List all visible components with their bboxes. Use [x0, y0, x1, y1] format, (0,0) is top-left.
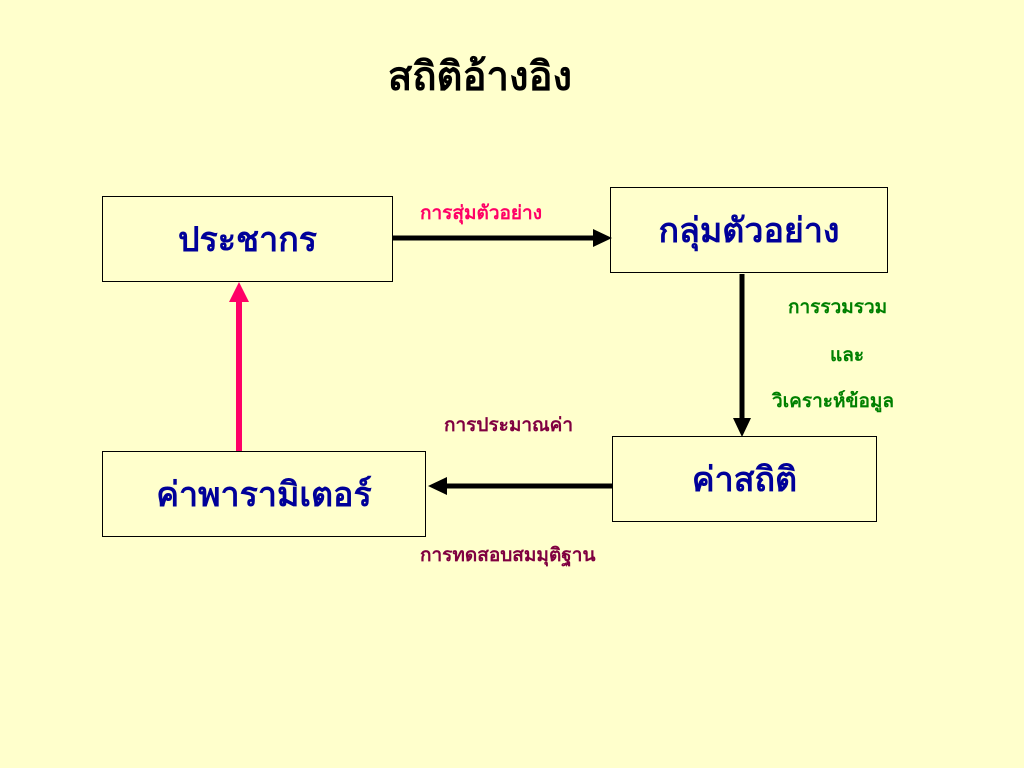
label-sampling: การสุ่มตัวอย่าง	[420, 202, 542, 224]
label-collect-line2: และ	[830, 344, 865, 366]
node-population: ประชากร	[102, 196, 393, 282]
node-sample: กลุ่มตัวอย่าง	[610, 187, 888, 273]
arrow-estimation	[428, 477, 612, 495]
arrow-feedback	[229, 282, 249, 451]
node-population-label: ประชากร	[177, 220, 318, 260]
node-parameter-label: ค่าพารามิเตอร์	[156, 475, 372, 515]
arrow-collect	[733, 274, 751, 437]
node-statistic: ค่าสถิติ	[612, 436, 877, 522]
node-statistic-label: ค่าสถิติ	[691, 460, 798, 500]
node-parameter: ค่าพารามิเตอร์	[102, 451, 426, 537]
arrow-sampling	[393, 229, 612, 247]
label-estimation: การประมาณค่า	[444, 414, 574, 436]
label-collect-line3: วิเคราะห์ข้อมูล	[772, 390, 895, 412]
label-collect-line1: การรวมรวม	[788, 296, 888, 318]
label-hypothesis-testing: การทดสอบสมมุติฐาน	[420, 544, 596, 566]
node-sample-label: กลุ่มตัวอย่าง	[658, 211, 840, 251]
diagram-title: สถิติอ้างอิง	[387, 53, 573, 100]
